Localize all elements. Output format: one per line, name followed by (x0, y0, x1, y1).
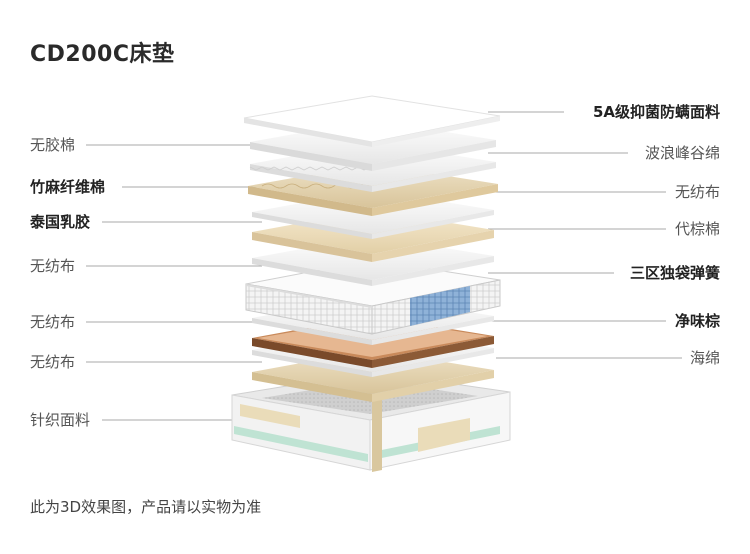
label-left-6: 针织面料 (30, 411, 91, 429)
label-right-4: 三区独袋弹簧 (629, 264, 720, 282)
label-right-3: 代棕棉 (674, 220, 720, 238)
page-title: CD200C床垫 (30, 42, 175, 67)
label-left-4: 无纺布 (30, 313, 76, 331)
label-left-3: 无纺布 (30, 257, 76, 275)
label-right-5: 净味棕 (674, 312, 720, 330)
label-left-2: 泰国乳胶 (30, 213, 91, 231)
label-right-6: 海绵 (689, 349, 720, 367)
right-leader-lines (488, 111, 682, 359)
label-left-5: 无纺布 (30, 353, 76, 371)
label-right-0: 5A级抑菌防螨面料 (592, 103, 720, 121)
label-left-0: 无胶棉 (30, 136, 76, 154)
layer-top-fabric (243, 95, 501, 147)
label-right-1: 波浪峰谷绵 (644, 144, 720, 162)
disclaimer-text: 此为3D效果图，产品请以实物为准 (30, 498, 262, 516)
label-right-2: 无纺布 (674, 183, 720, 201)
label-left-1: 竹麻纤维棉 (30, 178, 106, 196)
